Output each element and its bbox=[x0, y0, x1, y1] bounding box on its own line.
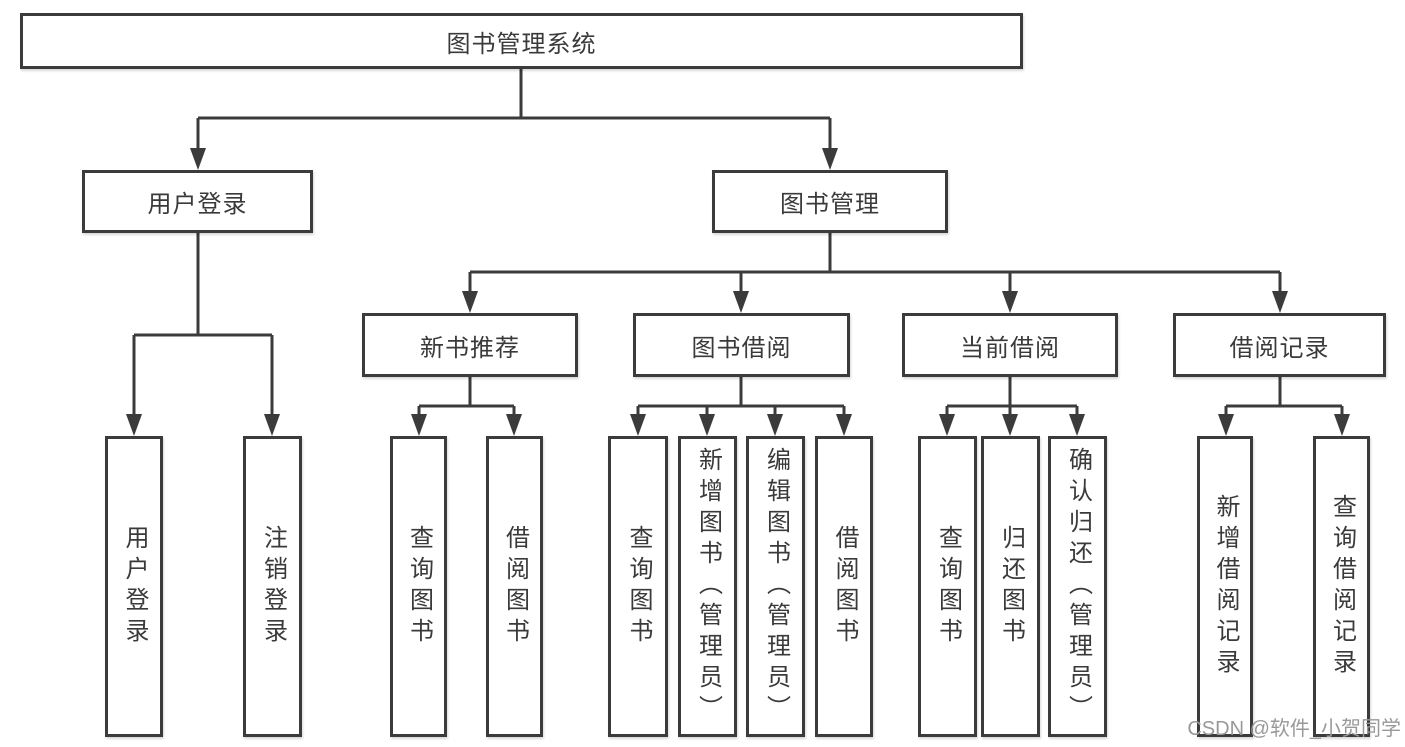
fork-current-borrow bbox=[945, 377, 1079, 416]
leaf-logout-label: 注销登录 bbox=[259, 524, 287, 649]
leaf-borrow-books: 借阅图书 bbox=[815, 436, 873, 737]
csdn-watermark: CSDN @软件_小贺同学 bbox=[1187, 718, 1401, 740]
node-book-borrow: 图书借阅 bbox=[633, 313, 850, 377]
leaf-borrow-books-recommend: 借阅图书 bbox=[486, 436, 543, 737]
fork-new-book-recommend bbox=[417, 377, 516, 416]
node-root-label: 图书管理系统 bbox=[446, 30, 597, 58]
node-borrow-records: 借阅记录 bbox=[1173, 313, 1386, 377]
node-book-borrow-label: 图书借阅 bbox=[691, 334, 792, 362]
leaf-query-borrow-record-label: 查询借阅记录 bbox=[1328, 493, 1356, 680]
leaf-query-books-borrow-label: 查询图书 bbox=[625, 524, 652, 649]
fork-book-borrow bbox=[636, 377, 846, 416]
node-new-book-recommend-label: 新书推荐 bbox=[420, 334, 520, 362]
leaf-add-borrow-record: 新增借阅记录 bbox=[1197, 436, 1253, 737]
node-new-book-recommend: 新书推荐 bbox=[362, 313, 578, 377]
arrowhead-icons bbox=[126, 148, 1350, 436]
leaf-query-books-recommend: 查询图书 bbox=[390, 436, 447, 737]
leaf-logout: 注销登录 bbox=[243, 436, 302, 737]
leaf-edit-book-admin-label: 编辑图书（管理员） bbox=[762, 447, 790, 726]
leaf-query-borrow-record: 查询借阅记录 bbox=[1313, 436, 1370, 737]
leaf-borrow-books-label: 借阅图书 bbox=[831, 524, 858, 649]
node-current-borrow: 当前借阅 bbox=[902, 313, 1118, 377]
leaf-return-books-label: 归还图书 bbox=[997, 524, 1025, 649]
leaf-add-borrow-record-label: 新增借阅记录 bbox=[1212, 493, 1239, 680]
node-book-mgmt-label: 图书管理 bbox=[780, 191, 880, 218]
leaf-add-book-admin-label: 新增图书（管理员） bbox=[694, 447, 722, 726]
leaf-query-books-borrow: 查询图书 bbox=[608, 436, 668, 737]
leaf-confirm-return-admin: 确认归还（管理员） bbox=[1048, 436, 1107, 737]
leaf-edit-book-admin: 编辑图书（管理员） bbox=[746, 436, 805, 737]
fork-user-login bbox=[132, 233, 274, 416]
node-book-mgmt: 图书管理 bbox=[712, 170, 948, 233]
node-borrow-records-label: 借阅记录 bbox=[1229, 334, 1330, 362]
node-user-login: 用户登录 bbox=[82, 170, 313, 233]
fork-root bbox=[196, 69, 832, 150]
leaf-return-books: 归还图书 bbox=[981, 436, 1040, 737]
fork-book-mgmt bbox=[468, 233, 1282, 293]
leaf-user-login-label: 用户登录 bbox=[121, 524, 148, 649]
leaf-query-books-current-label: 查询图书 bbox=[934, 524, 962, 649]
node-current-borrow-label: 当前借阅 bbox=[960, 334, 1060, 362]
leaf-borrow-books-recommend-label: 借阅图书 bbox=[501, 524, 529, 649]
node-root: 图书管理系统 bbox=[20, 13, 1023, 69]
fork-borrow-records bbox=[1224, 377, 1344, 416]
leaf-user-login: 用户登录 bbox=[105, 436, 163, 737]
node-user-login-label: 用户登录 bbox=[147, 191, 248, 218]
leaf-add-book-admin: 新增图书（管理员） bbox=[678, 436, 737, 737]
leaf-query-books-recommend-label: 查询图书 bbox=[405, 524, 433, 649]
leaf-confirm-return-admin-label: 确认归还（管理员） bbox=[1064, 447, 1092, 726]
leaf-query-books-current: 查询图书 bbox=[918, 436, 977, 737]
